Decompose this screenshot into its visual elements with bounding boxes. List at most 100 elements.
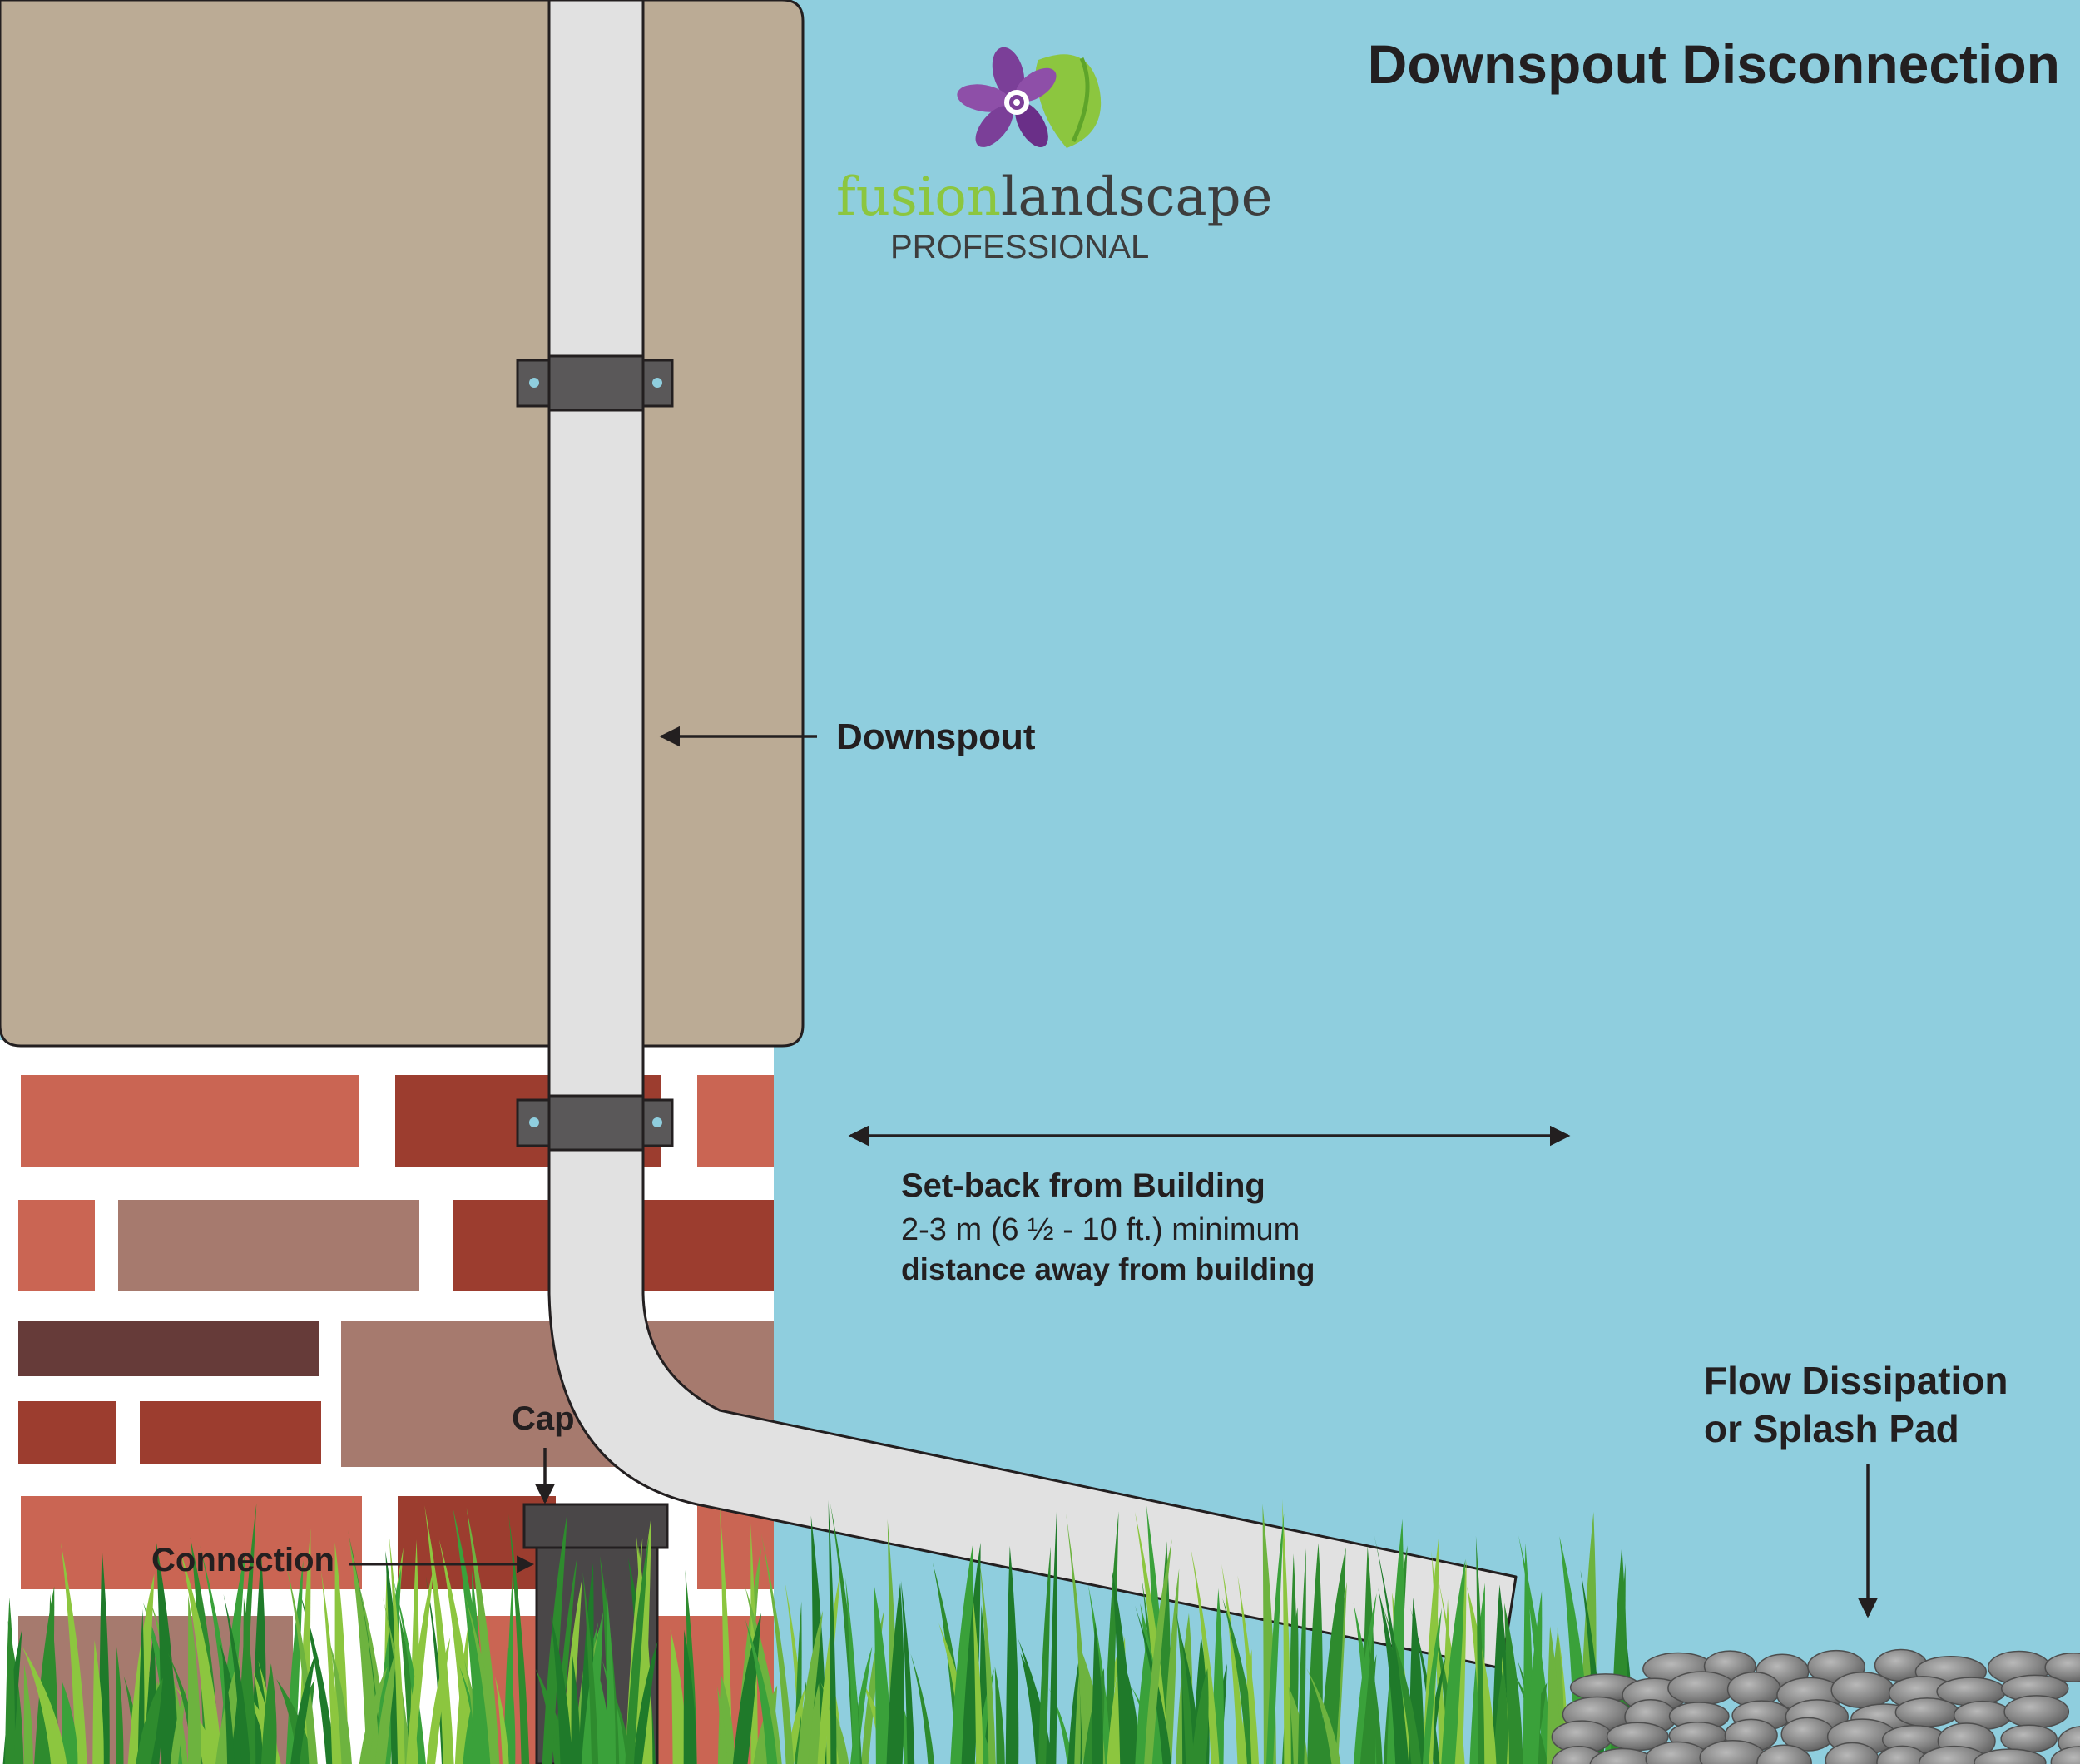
grass-blade bbox=[187, 1595, 201, 1764]
grass-blade bbox=[845, 1578, 860, 1764]
grass-blade bbox=[797, 1610, 824, 1764]
grass-blade bbox=[910, 1653, 935, 1764]
grass-blade bbox=[290, 1653, 316, 1764]
grass-blade bbox=[180, 1549, 223, 1764]
grass-blade bbox=[606, 1588, 617, 1764]
grass-blade bbox=[1282, 1499, 1291, 1764]
downspout-label: Downspout bbox=[836, 716, 1036, 757]
grass-blade bbox=[1144, 1539, 1172, 1764]
grass-blade bbox=[683, 1629, 697, 1764]
splash-pad-stone bbox=[1667, 1671, 1736, 1706]
flow-dissipation-label-line2: or Splash Pad bbox=[1704, 1407, 1959, 1450]
grass-blade bbox=[1222, 1598, 1259, 1764]
grass-blade bbox=[374, 1646, 398, 1764]
grass-blade bbox=[1066, 1513, 1090, 1764]
grass-blade bbox=[720, 1506, 733, 1764]
splash-pad-stone bbox=[2050, 1746, 2080, 1764]
grass-blade bbox=[1441, 1558, 1466, 1764]
grass-blade bbox=[979, 1563, 996, 1764]
setback-title: Set-back from Building bbox=[901, 1167, 1265, 1204]
grass-blade bbox=[61, 1682, 78, 1764]
grass-blade bbox=[1005, 1545, 1019, 1764]
grass-blade bbox=[1191, 1668, 1209, 1764]
grass-blade bbox=[1237, 1575, 1260, 1764]
grass-blade bbox=[359, 1666, 388, 1764]
grass-blade bbox=[223, 1593, 250, 1764]
grass-blade bbox=[426, 1637, 451, 1764]
grass-blade bbox=[4, 1597, 16, 1764]
grass-blade bbox=[1526, 1591, 1543, 1764]
grass-blade bbox=[137, 1608, 145, 1764]
grass-blade bbox=[276, 1679, 314, 1764]
grass-blade bbox=[760, 1533, 795, 1764]
grass-blade bbox=[806, 1683, 821, 1764]
grass-blade bbox=[886, 1583, 904, 1764]
grass-blade bbox=[1038, 1546, 1051, 1764]
grass-blade bbox=[424, 1505, 454, 1764]
grass-blade bbox=[60, 1542, 87, 1764]
grass-blade bbox=[472, 1570, 485, 1764]
grass-blade bbox=[1307, 1543, 1323, 1764]
grass-blade bbox=[505, 1571, 513, 1764]
splash-pad-stone bbox=[2044, 1653, 2080, 1682]
grass-blade bbox=[1266, 1513, 1285, 1764]
splash-pad-stone bbox=[1894, 1697, 1959, 1727]
grass-blade bbox=[632, 1641, 658, 1764]
grass-blade bbox=[874, 1583, 892, 1764]
grass-blade bbox=[828, 1499, 837, 1764]
grass-blade bbox=[1190, 1547, 1220, 1764]
grass-blade bbox=[1163, 1568, 1180, 1764]
grass-blade bbox=[670, 1629, 688, 1764]
grass bbox=[2, 1499, 1635, 1764]
splash-pad-stone bbox=[1974, 1748, 2047, 1764]
connection-label: Connection bbox=[151, 1542, 334, 1578]
fusion-landscape-logo: fusionlandscape PROFESSIONAL bbox=[836, 47, 1272, 265]
grass-blade bbox=[466, 1507, 500, 1764]
grass-blade bbox=[1367, 1635, 1383, 1764]
splash-pad-stones bbox=[1551, 1648, 2080, 1764]
grass-blade bbox=[329, 1642, 352, 1764]
grass-blade bbox=[298, 1588, 336, 1764]
setback-distance-text: 2-3 m (6 ½ - 10 ft.) minimum bbox=[901, 1212, 1300, 1247]
grass-blade bbox=[817, 1568, 842, 1764]
logo-tagline: PROFESSIONAL bbox=[890, 229, 1149, 265]
grass-blade bbox=[1354, 1593, 1377, 1764]
grass-blade bbox=[260, 1663, 277, 1764]
grass-blade bbox=[156, 1539, 178, 1764]
downspout-pipe bbox=[547, 0, 1518, 1670]
setback-description-text: distance away from building bbox=[901, 1252, 1315, 1286]
grass-blade bbox=[1074, 1674, 1081, 1764]
grass-blade bbox=[1493, 1667, 1508, 1764]
pipe-bracket-lower bbox=[516, 1094, 674, 1152]
grass-blade bbox=[170, 1686, 186, 1764]
grass-blade bbox=[785, 1582, 807, 1764]
grass-blade bbox=[406, 1564, 435, 1764]
grass-blade bbox=[464, 1595, 500, 1764]
grass-blade bbox=[286, 1564, 318, 1764]
house-siding-wall bbox=[0, 0, 805, 1048]
grass-blade bbox=[1297, 1548, 1306, 1764]
grass-blade bbox=[222, 1657, 235, 1764]
pipe-bracket-upper bbox=[516, 354, 674, 412]
grass-blade bbox=[571, 1651, 581, 1764]
splash-pad-stone bbox=[1830, 1672, 1894, 1709]
grass-blade bbox=[136, 1677, 163, 1764]
splash-pad-stone bbox=[2003, 1695, 2070, 1729]
logo-brand-text: fusionlandscape bbox=[836, 166, 1272, 228]
grass-blade bbox=[1374, 1534, 1409, 1764]
diagram-title: Downspout Disconnection bbox=[1368, 33, 2060, 95]
grass-blade bbox=[1048, 1687, 1073, 1764]
grass-blade bbox=[550, 1613, 572, 1764]
grass-blade bbox=[1103, 1511, 1119, 1764]
grass-blade bbox=[900, 1580, 915, 1764]
grass-blade bbox=[1176, 1610, 1195, 1764]
grass-blade bbox=[973, 1594, 983, 1764]
grass-blade bbox=[994, 1666, 1005, 1764]
splash-pad-stone bbox=[2000, 1724, 2058, 1753]
grass-blade bbox=[116, 1646, 124, 1764]
grass-blade bbox=[23, 1664, 33, 1764]
grass-blade bbox=[625, 1537, 649, 1764]
grass-blade bbox=[593, 1657, 612, 1764]
grass-blade bbox=[92, 1639, 104, 1764]
